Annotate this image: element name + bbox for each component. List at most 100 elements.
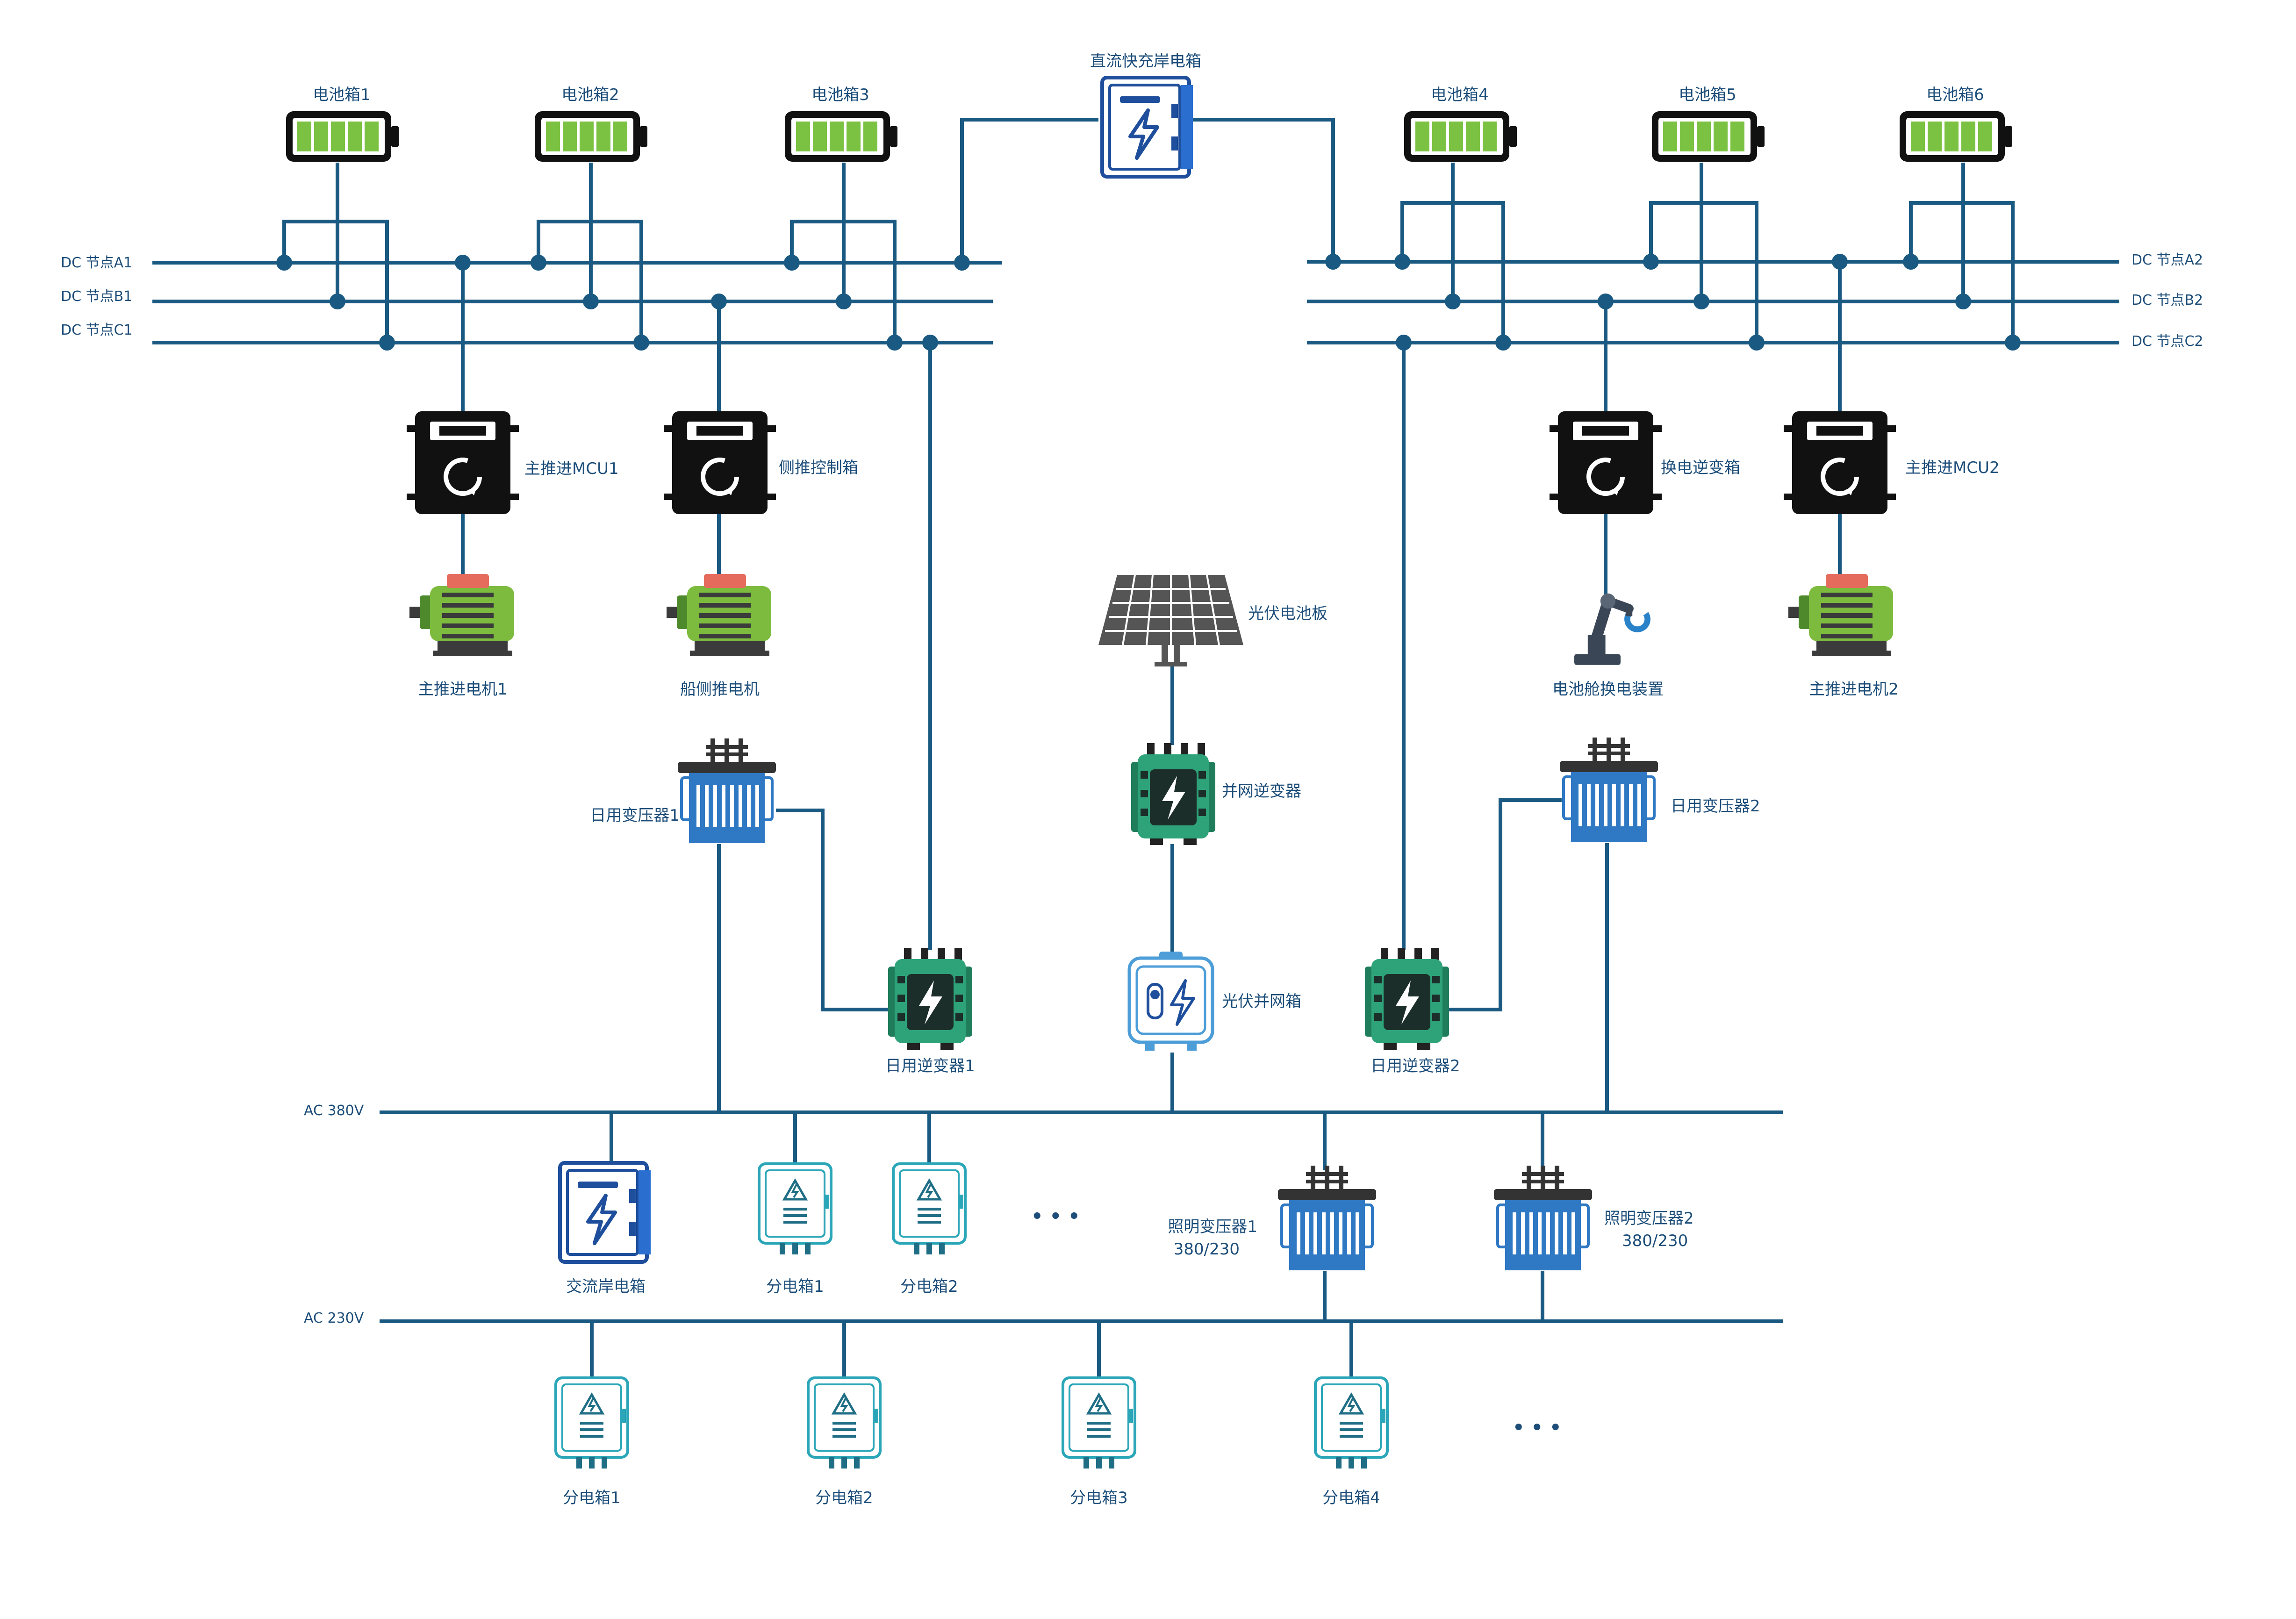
dc-shore-box-icon [1102,78,1193,177]
wire [1400,201,1505,344]
junction-node [1749,335,1765,351]
battery-label-5: 电池箱5 [1679,86,1736,104]
daily-inverter-label-2: 日用逆变器2 [1370,1057,1460,1075]
bus-label-ac230: AC 230V [304,1310,364,1326]
junction-node [1832,254,1848,270]
lighting-transformer-ratio-1: 380/230 [1174,1240,1240,1259]
load-label-main-motor2: 主推进电机2 [1809,680,1899,699]
battery-label-1: 电池箱1 [313,86,371,104]
junction-node [455,255,471,271]
battery-label-4: 电池箱4 [1431,86,1489,104]
solar-panel-label: 光伏电池板 [1248,604,1327,623]
ac380-load-label-dist2: 分电箱2 [900,1277,958,1296]
wire [960,118,1098,265]
inverter-icon [1365,948,1449,1050]
transformer-icon [1560,738,1658,842]
motor-icon [1788,574,1893,656]
controller-label-mcu2: 主推进MCU2 [1905,458,2000,477]
grid-inverter-label: 并网逆变器 [1222,782,1301,801]
junction-node [887,335,903,351]
ac230-load-label-4: 分电箱4 [1322,1489,1380,1507]
daily-transformer-label-2: 日用变压器2 [1671,797,1760,816]
junction-node [784,255,800,271]
battery-icon [286,111,399,162]
robot-arm-icon [1574,594,1648,665]
bus-label-ac380: AC 380V [304,1103,364,1119]
distribution-box-icon [808,1378,880,1469]
junction-node [379,335,395,351]
distribution-box-icon [1063,1378,1135,1469]
bus-label-a2: DC 节点A2 [2131,252,2203,268]
daily-inverter-label-1: 日用逆变器1 [885,1057,975,1075]
wire [537,220,643,344]
bus-label-c1: DC 节点C1 [61,322,133,338]
ac380-load-label-shore: 交流岸电箱 [566,1277,646,1296]
wire [1649,201,1758,344]
junction-node [711,294,727,309]
transformer-icon [1494,1166,1592,1270]
distribution-box-icon [893,1164,965,1254]
junction-node [836,294,852,309]
battery-label-6: 电池箱6 [1926,86,1984,104]
load-label-main-motor1: 主推进电机1 [418,680,508,699]
battery-icon [785,111,897,162]
ac230-ellipsis: • • • [1513,1417,1562,1439]
bus-label-c2: DC 节点C2 [2131,333,2203,350]
junction-node [2005,335,2021,351]
ac380-load-label-dist1: 分电箱1 [766,1277,824,1296]
junction-node [1955,294,1971,309]
junction-node [1325,254,1341,270]
battery-icon [1900,111,2012,162]
lighting-transformer-ratio-2: 380/230 [1622,1232,1688,1250]
junction-node [1396,335,1412,351]
lighting-transformer-label-1: 照明变压器1 [1168,1218,1257,1236]
battery-icon [1652,111,1765,162]
junction-node [1693,294,1709,309]
battery-label-2: 电池箱2 [561,86,619,104]
controller-label-thruster: 侧推控制箱 [779,458,858,477]
daily-transformer-label-1: 日用变压器1 [590,806,680,825]
junction-node [583,294,599,309]
junction-node [1495,335,1511,351]
distribution-box-icon [556,1378,628,1469]
lighting-transformer-label-2: 照明变压器2 [1604,1209,1694,1228]
wire [1447,798,1562,1011]
junction-node [633,335,649,351]
grid-inverter-icon [1131,743,1215,845]
distribution-box-icon [1315,1378,1387,1469]
controller-icon [1550,411,1662,514]
junction-node [922,335,938,351]
ac230-load-label-3: 分电箱3 [1070,1489,1128,1507]
wire [1909,201,2015,344]
controller-icon [1784,411,1896,514]
junction-node [1445,294,1461,309]
controller-label-swap-inverter: 换电逆变箱 [1661,458,1740,477]
dc-shore-box-label: 直流快充岸电箱 [1090,52,1201,71]
junction-node [1598,294,1614,309]
wiring [152,118,2119,1378]
bus-label-a1: DC 节点A1 [61,255,132,271]
ac230-load-label-2: 分电箱2 [815,1489,873,1507]
wire [776,809,897,1011]
pv-grid-box-icon [1129,952,1213,1051]
motor-icon [409,574,514,656]
wire [1193,118,1335,264]
distribution-box-icon [759,1164,831,1254]
ac380-ellipsis: • • • [1031,1206,1080,1227]
junction-node [1643,254,1659,270]
battery-label-3: 电池箱3 [811,86,869,104]
load-label-side-thruster: 船侧推电机 [680,680,760,699]
bus-label-b2: DC 节点B2 [2131,292,2203,308]
transformer-icon [678,738,776,843]
junction-node [330,294,345,309]
junction-node [1394,254,1410,270]
battery-icon [1404,111,1517,162]
battery-icon [535,111,647,162]
transformer-icon [1278,1166,1376,1270]
inverter-icon [888,948,972,1050]
ac230-load-label-1: 分电箱1 [563,1489,621,1507]
motor-icon [667,574,771,656]
junction-node [276,255,292,271]
solar-panel-icon [1098,575,1243,667]
